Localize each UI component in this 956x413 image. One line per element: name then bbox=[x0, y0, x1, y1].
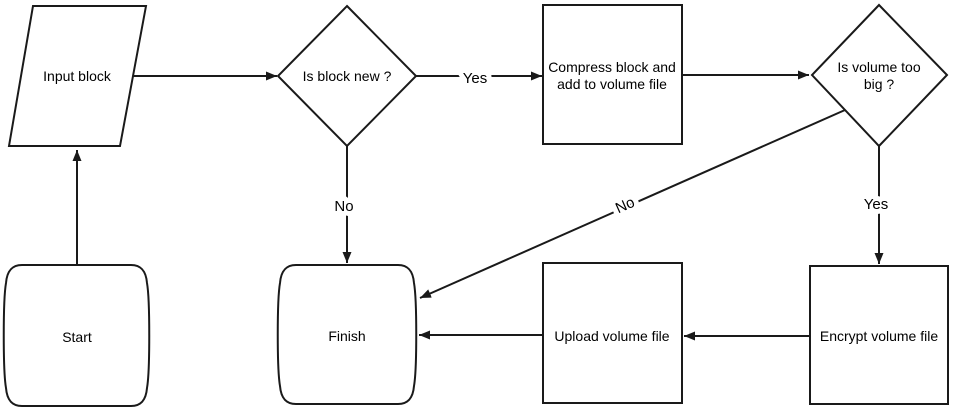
arrow-decision2-no-to-finish bbox=[419, 109, 846, 299]
process-rect bbox=[542, 262, 683, 404]
process-rect bbox=[809, 265, 949, 405]
node-label-finish: Finish bbox=[328, 328, 365, 344]
process-rect bbox=[542, 4, 683, 145]
node-label-input-block: Input block bbox=[43, 68, 112, 84]
node-encrypt-volume-file: Encrypt volume file bbox=[809, 265, 949, 405]
flow-arrows bbox=[72, 70, 884, 341]
node-label-upload: Upload volume file bbox=[554, 328, 669, 344]
diamond-shape bbox=[276, 4, 418, 148]
edge-label-no-block-new: No bbox=[334, 198, 353, 215]
node-label-compress-line1: Compress block and bbox=[548, 59, 676, 75]
diamond-shape bbox=[810, 3, 949, 148]
node-input-block: Input block bbox=[7, 5, 148, 147]
node-start: Start bbox=[2, 264, 151, 407]
node-label-compress-line2: add to volume file bbox=[557, 76, 667, 92]
edge-label-yes-volume-big: Yes bbox=[864, 196, 888, 213]
node-compress-block: Compress block and add to volume file bbox=[542, 4, 683, 145]
node-is-volume-too-big: Is volume too big ? bbox=[810, 3, 949, 148]
edge-label-no-volume-big: No bbox=[613, 194, 637, 217]
node-is-block-new: Is block new ? bbox=[276, 4, 418, 148]
terminator-shape bbox=[276, 264, 418, 405]
terminator-shape bbox=[2, 264, 151, 407]
parallelogram-shape bbox=[7, 5, 148, 147]
node-finish: Finish bbox=[276, 264, 418, 405]
node-label-encrypt: Encrypt volume file bbox=[820, 328, 938, 344]
node-label-start: Start bbox=[62, 329, 92, 345]
node-label-is-volume-too-big-line2: big ? bbox=[864, 76, 895, 92]
node-upload-volume-file: Upload volume file bbox=[542, 262, 683, 404]
node-label-is-volume-too-big-line1: Is volume too bbox=[837, 59, 920, 75]
edge-label-yes-block-new: Yes bbox=[463, 70, 487, 87]
node-label-is-block-new: Is block new ? bbox=[303, 68, 392, 84]
